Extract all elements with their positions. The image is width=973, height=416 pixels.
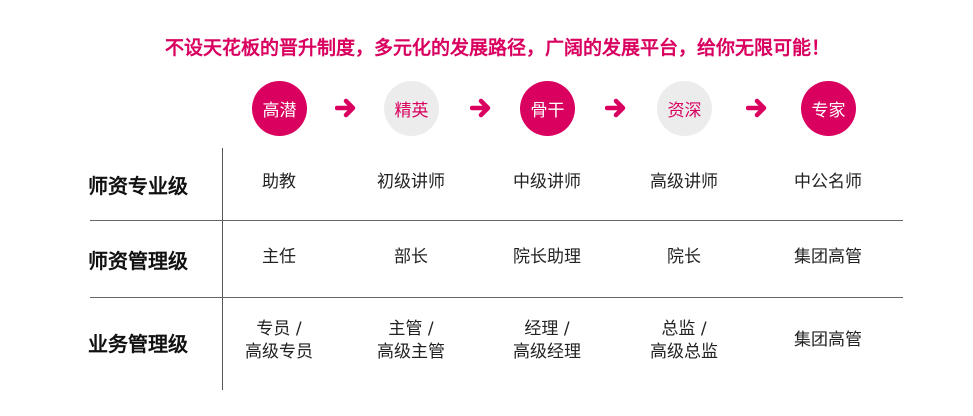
position-cell: 主任 bbox=[262, 247, 296, 267]
position-cell: 集团高管 bbox=[794, 247, 862, 267]
arrow-right-icon bbox=[335, 98, 356, 118]
row-label: 业务管理级 bbox=[88, 332, 188, 356]
position-cell: 院长助理 bbox=[513, 247, 581, 267]
arrow-right-icon bbox=[605, 98, 626, 118]
row-divider bbox=[90, 220, 903, 221]
stage-circle: 骨干 bbox=[520, 81, 575, 136]
stage-circle: 专家 bbox=[801, 81, 856, 136]
position-cell: 院长 bbox=[667, 247, 701, 267]
position-cell: 中级讲师 bbox=[513, 172, 581, 192]
position-cell: 集团高管 bbox=[794, 330, 862, 350]
position-cell: 部长 bbox=[394, 247, 428, 267]
position-cell: 专员 / 高级专员 bbox=[245, 319, 313, 362]
position-cell: 助教 bbox=[262, 172, 296, 192]
arrow-right-icon bbox=[746, 98, 767, 118]
vertical-divider bbox=[222, 148, 223, 390]
row-divider bbox=[90, 297, 903, 298]
position-cell: 总监 / 高级总监 bbox=[650, 319, 718, 362]
position-cell: 高级讲师 bbox=[650, 172, 718, 192]
position-cell: 主管 / 高级主管 bbox=[377, 319, 445, 362]
stage-circle: 精英 bbox=[384, 81, 439, 136]
stage-circle: 高潜 bbox=[252, 81, 307, 136]
position-cell: 初级讲师 bbox=[377, 172, 445, 192]
position-cell: 中公名师 bbox=[794, 172, 862, 192]
stage-circle: 资深 bbox=[657, 81, 712, 136]
row-label: 师资专业级 bbox=[88, 174, 188, 198]
headline: 不设天花板的晋升制度，多元化的发展路径，广阔的发展平台，给你无限可能！ bbox=[164, 37, 830, 59]
position-cell: 经理 / 高级经理 bbox=[513, 319, 581, 362]
row-label: 师资管理级 bbox=[88, 249, 188, 273]
arrow-right-icon bbox=[470, 98, 491, 118]
